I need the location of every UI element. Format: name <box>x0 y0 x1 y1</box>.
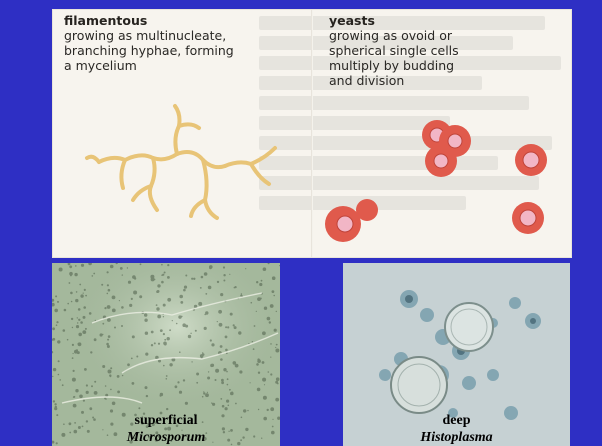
yeast-cell-budding-bottom <box>325 199 378 242</box>
deep-label: deep <box>343 412 570 429</box>
hypha-twig-2 <box>121 160 125 188</box>
hypha-main-right <box>177 152 225 167</box>
large-spore-upper <box>445 303 493 351</box>
fungi-forms-illustration: filamentous growing as multinucleate, br… <box>52 9 572 258</box>
microsporum-micrograph: superficial Microsporum <box>52 263 280 446</box>
hypha-main-left <box>99 154 177 162</box>
hypha-twig-4 <box>87 157 99 162</box>
yeast-cell-right <box>515 144 547 176</box>
large-spore-lower <box>391 357 447 413</box>
hypha-twig-3 <box>179 124 199 128</box>
yeast-cell-bottom-right <box>512 202 544 234</box>
hyphae-drawing <box>53 10 311 257</box>
hypha-branch-down <box>150 158 157 210</box>
hypha-twig-1 <box>251 164 269 184</box>
superficial-caption: superficial Microsporum <box>52 412 280 446</box>
microsporum-label: Microsporum <box>52 429 280 446</box>
hypha-branch-up <box>175 106 180 154</box>
yeast-drawing <box>313 10 571 257</box>
superficial-label: superficial <box>52 412 280 429</box>
hypha-twig-6 <box>191 200 205 216</box>
histoplasma-micrograph: deep Histoplasma <box>343 263 570 446</box>
deep-caption: deep Histoplasma <box>343 412 570 446</box>
histoplasma-label: Histoplasma <box>343 429 570 446</box>
